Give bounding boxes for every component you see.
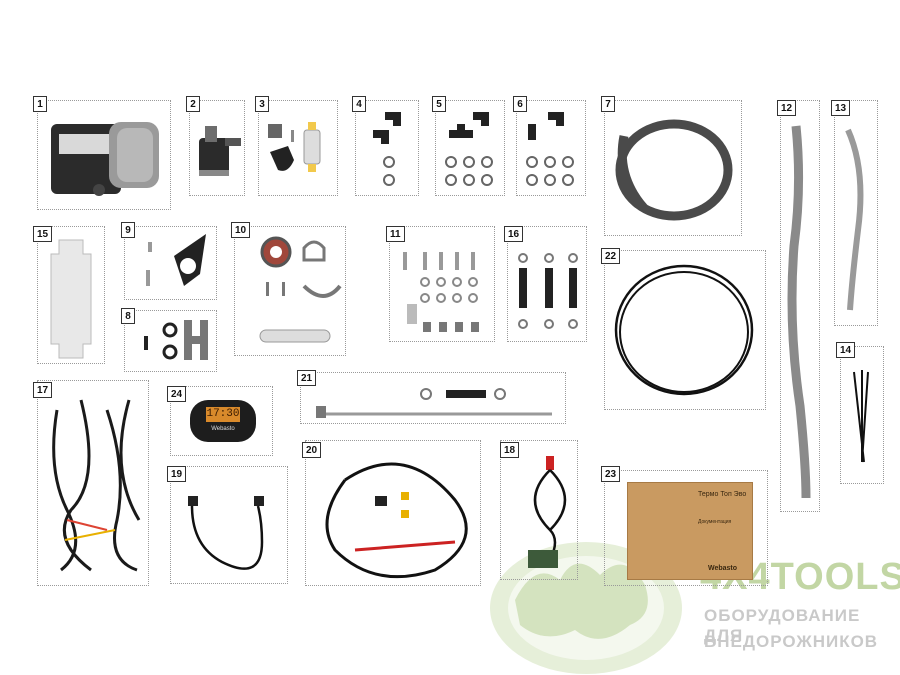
part-1-panel	[37, 100, 171, 210]
part-7-number: 7	[601, 96, 615, 112]
manual-title: Термо Топ Эво	[698, 491, 747, 498]
intake-pipe	[845, 128, 864, 311]
part-15-number: 15	[33, 226, 53, 242]
fuse-holder-cable	[528, 456, 567, 568]
part-24-panel	[170, 386, 273, 456]
exhaust-clamps-set	[259, 236, 342, 343]
part-5-number: 5	[432, 96, 446, 112]
part-23-number: 23	[601, 466, 621, 482]
coolant-hose-coil	[615, 119, 733, 221]
watermark-line2: ВНЕДОРОЖНИКОВ	[704, 632, 879, 651]
gasket-and-bolts	[146, 234, 206, 286]
part-20-panel	[305, 440, 481, 586]
part-12-panel	[780, 100, 820, 512]
bolts-and-nuts-set	[403, 252, 479, 332]
hose-fittings-set	[445, 112, 493, 186]
fuel-pump	[268, 122, 321, 172]
part-8-number: 8	[121, 308, 135, 324]
fuel-line-coil	[614, 264, 754, 396]
part-20-number: 20	[302, 442, 322, 458]
exhaust-pipe	[787, 125, 811, 499]
hose-clamps-and-sleeves	[518, 253, 578, 329]
part-14-panel	[840, 346, 884, 484]
documentation-box: Термо Топ Эво Документация Webasto	[627, 482, 753, 580]
connector-fittings-set	[526, 112, 574, 186]
timer-display: 17:30	[206, 407, 240, 422]
part-17-number: 17	[33, 382, 53, 398]
part-14-number: 14	[836, 342, 856, 358]
part-2-panel	[189, 100, 245, 196]
part-4-number: 4	[352, 96, 366, 112]
wiring-harness	[52, 399, 141, 572]
part-3-panel	[258, 100, 338, 196]
part-18-number: 18	[500, 442, 520, 458]
part-13-number: 13	[831, 100, 851, 116]
timer-brand: Webasto	[211, 426, 235, 432]
part-22-number: 22	[601, 248, 621, 264]
part-11-panel	[389, 226, 495, 342]
part-10-panel	[234, 226, 346, 356]
manual-subtitle: Документация	[698, 519, 732, 525]
watermark-line1: ОБОРУДОВАНИЕ ДЛЯ	[704, 606, 861, 645]
part-6-number: 6	[513, 96, 527, 112]
part-22-panel	[604, 250, 766, 410]
timer-cable	[188, 496, 264, 570]
part-18-panel	[500, 440, 578, 580]
part-6-panel	[516, 100, 586, 196]
elbow-fittings-set	[373, 112, 401, 186]
part-21-number: 21	[297, 370, 317, 386]
part-8-panel	[124, 310, 217, 372]
part-9-number: 9	[121, 222, 135, 238]
clamp-and-rings	[144, 320, 208, 360]
part-19-panel	[170, 466, 288, 584]
part-17-panel	[37, 380, 149, 586]
part-13-panel	[834, 100, 878, 326]
manual-brand: Webasto	[708, 565, 738, 572]
part-19-number: 19	[167, 466, 187, 482]
part-2-number: 2	[186, 96, 200, 112]
mounting-bracket	[50, 239, 92, 359]
part-10-number: 10	[231, 222, 251, 238]
part-5-panel	[435, 100, 505, 196]
part-11-number: 11	[386, 226, 405, 242]
part-7-panel	[604, 100, 742, 236]
part-16-number: 16	[504, 226, 524, 242]
part-23-panel	[604, 470, 768, 586]
part-3-number: 3	[255, 96, 269, 112]
cable-ties	[853, 370, 869, 463]
part-21-panel	[300, 372, 566, 424]
part-16-panel	[507, 226, 587, 342]
part-12-number: 12	[777, 100, 797, 116]
part-24-number: 24	[167, 386, 187, 402]
part-9-panel	[124, 226, 217, 300]
timer-control[interactable]: 17:30 Webasto	[190, 400, 256, 442]
part-15-panel	[37, 226, 105, 364]
heater-unit	[51, 122, 159, 196]
power-cable	[325, 462, 468, 579]
part-4-panel	[355, 100, 419, 196]
fuel-pickup-set	[316, 388, 552, 418]
water-pump	[199, 126, 241, 176]
part-1-number: 1	[33, 96, 47, 112]
